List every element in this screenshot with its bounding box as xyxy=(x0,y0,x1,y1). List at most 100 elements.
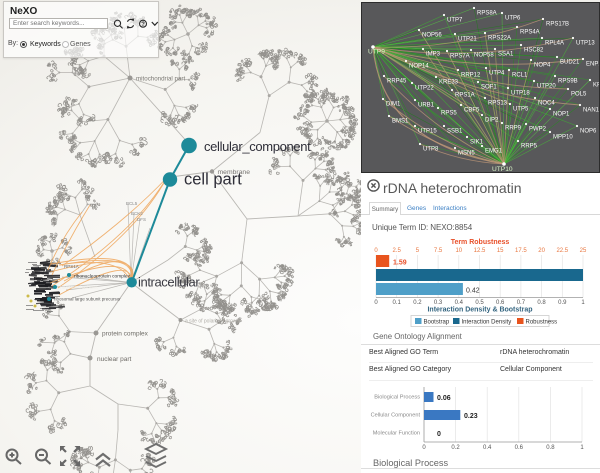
svg-text:UTP8: UTP8 xyxy=(423,147,439,153)
svg-text:RCL1: RCL1 xyxy=(512,73,528,79)
svg-text:1: 1 xyxy=(581,300,585,306)
svg-text:membrane: membrane xyxy=(218,169,251,176)
svg-text:RPS5: RPS5 xyxy=(441,111,457,117)
svg-text:0.2: 0.2 xyxy=(413,300,422,306)
svg-text:BMS1: BMS1 xyxy=(392,119,409,125)
svg-text:1.59: 1.59 xyxy=(393,260,407,267)
svg-text:URB1: URB1 xyxy=(418,103,435,109)
svg-text:RPS8A: RPS8A xyxy=(477,11,497,17)
svg-text:0: 0 xyxy=(374,300,378,306)
svg-text:0.8: 0.8 xyxy=(546,445,555,451)
svg-text:nuclear part: nuclear part xyxy=(97,356,132,363)
svg-text:Cellular Component: Cellular Component xyxy=(371,413,421,419)
svg-text:ENP1: ENP1 xyxy=(586,62,599,68)
svg-text:BUD21: BUD21 xyxy=(560,60,580,66)
svg-text:0.4: 0.4 xyxy=(483,445,492,451)
svg-text:mitochondrial part: mitochondrial part xyxy=(136,76,185,83)
svg-text:DFS: DFS xyxy=(137,217,146,222)
svg-text:UTP20: UTP20 xyxy=(537,84,556,90)
svg-text:RPS22A: RPS22A xyxy=(488,36,511,42)
svg-text:a site of polarized growth: a site of polarized growth xyxy=(185,319,241,325)
svg-text:DIM1: DIM1 xyxy=(386,102,401,108)
svg-text:0.7: 0.7 xyxy=(517,300,526,306)
svg-text:EMG1: EMG1 xyxy=(485,149,503,155)
svg-text:RPS9B: RPS9B xyxy=(558,79,578,85)
svg-text:7.5: 7.5 xyxy=(434,248,443,254)
svg-text:0.23: 0.23 xyxy=(464,413,478,420)
svg-text:0.5: 0.5 xyxy=(475,300,484,306)
svg-text:1: 1 xyxy=(580,445,584,451)
svg-text:DIP2: DIP2 xyxy=(485,118,499,124)
svg-text:25: 25 xyxy=(580,248,587,254)
svg-text:IMP3: IMP3 xyxy=(426,52,441,58)
svg-text:2.5: 2.5 xyxy=(393,248,402,254)
svg-text:RPS13: RPS13 xyxy=(488,101,508,107)
svg-text:0.3: 0.3 xyxy=(434,300,443,306)
svg-text:12.5: 12.5 xyxy=(474,248,486,254)
svg-text:UTP15: UTP15 xyxy=(418,129,437,135)
svg-text:cell part: cell part xyxy=(184,171,242,189)
svg-text:UTP4: UTP4 xyxy=(489,71,505,77)
svg-text:NOP56: NOP56 xyxy=(422,33,442,39)
svg-text:0.1: 0.1 xyxy=(393,300,402,306)
svg-text:5: 5 xyxy=(416,248,420,254)
svg-text:UTP22: UTP22 xyxy=(415,86,434,92)
svg-text:NOP58: NOP58 xyxy=(474,53,494,59)
svg-text:0.6: 0.6 xyxy=(515,445,524,451)
svg-text:0: 0 xyxy=(437,431,441,438)
svg-text:?: ? xyxy=(141,22,145,28)
svg-text:ribosomal subunit: ribosomal subunit xyxy=(60,285,98,291)
svg-text:RPL4A: RPL4A xyxy=(545,41,564,47)
svg-text:0.06: 0.06 xyxy=(437,395,451,402)
svg-text:ribosomal large subunit precur: ribosomal large subunit precursor xyxy=(54,297,121,302)
svg-text:RRP45: RRP45 xyxy=(387,79,407,85)
svg-text:NOP1: NOP1 xyxy=(553,112,570,118)
svg-text:HSC82: HSC82 xyxy=(524,48,544,54)
svg-text:10: 10 xyxy=(455,248,462,254)
svg-text:Robustness: Robustness xyxy=(526,320,558,326)
svg-text:KRE1: KRE1 xyxy=(593,83,599,89)
svg-text:Interaction Density & Bootstra: Interaction Density & Bootstrap xyxy=(427,307,532,314)
svg-text:22.5: 22.5 xyxy=(556,248,568,254)
svg-text:UTP21: UTP21 xyxy=(458,37,477,43)
svg-text:cellular_component: cellular_component xyxy=(204,139,311,154)
svg-text:0.8: 0.8 xyxy=(537,300,546,306)
svg-text:ribonucleoprotein complex: ribonucleoprotein complex xyxy=(74,274,131,280)
svg-text:BCK2: BCK2 xyxy=(131,211,143,216)
svg-text:SIK1: SIK1 xyxy=(470,140,484,146)
svg-text:MPP10: MPP10 xyxy=(553,135,573,141)
svg-text:BCL5: BCL5 xyxy=(126,201,138,206)
svg-text:UTP7: UTP7 xyxy=(447,18,463,24)
svg-text:UTP6: UTP6 xyxy=(505,16,521,22)
svg-text:Bootstrap: Bootstrap xyxy=(424,320,450,326)
svg-text:UTP18: UTP18 xyxy=(511,91,530,97)
svg-text:SSB1: SSB1 xyxy=(447,129,463,135)
svg-text:MSN5: MSN5 xyxy=(458,151,475,157)
svg-text:0.9: 0.9 xyxy=(558,300,567,306)
svg-text:NOC4: NOC4 xyxy=(538,101,555,107)
svg-text:NOP6: NOP6 xyxy=(580,129,597,135)
svg-text:NOP4: NOP4 xyxy=(534,63,551,69)
svg-text:UTP13: UTP13 xyxy=(576,41,595,47)
svg-text:RPS4A: RPS4A xyxy=(520,30,540,36)
svg-text:RRP5: RRP5 xyxy=(521,144,538,150)
svg-text:0: 0 xyxy=(374,248,378,254)
svg-text:0: 0 xyxy=(422,445,426,451)
svg-text:Interaction Density: Interaction Density xyxy=(462,320,512,326)
svg-text:Biological Process: Biological Process xyxy=(374,395,420,401)
svg-text:UTP10: UTP10 xyxy=(492,166,513,172)
svg-text:RPS7A: RPS7A xyxy=(450,54,470,60)
svg-text:NAN1: NAN1 xyxy=(583,108,599,114)
svg-text:UTP9: UTP9 xyxy=(368,49,385,56)
svg-text:Term Robustness: Term Robustness xyxy=(451,239,510,246)
svg-text:0.42: 0.42 xyxy=(466,288,480,295)
svg-text:0.4: 0.4 xyxy=(455,300,464,306)
svg-text:SOF1: SOF1 xyxy=(481,85,497,91)
svg-text:RPS17B: RPS17B xyxy=(546,22,569,28)
svg-text:intracellular: intracellular xyxy=(138,274,200,289)
svg-text:NOP14: NOP14 xyxy=(409,64,429,70)
svg-text:PWP2: PWP2 xyxy=(529,127,547,133)
svg-text:0.6: 0.6 xyxy=(496,300,505,306)
svg-text:20: 20 xyxy=(538,248,545,254)
svg-text:RRP9: RRP9 xyxy=(505,126,522,132)
